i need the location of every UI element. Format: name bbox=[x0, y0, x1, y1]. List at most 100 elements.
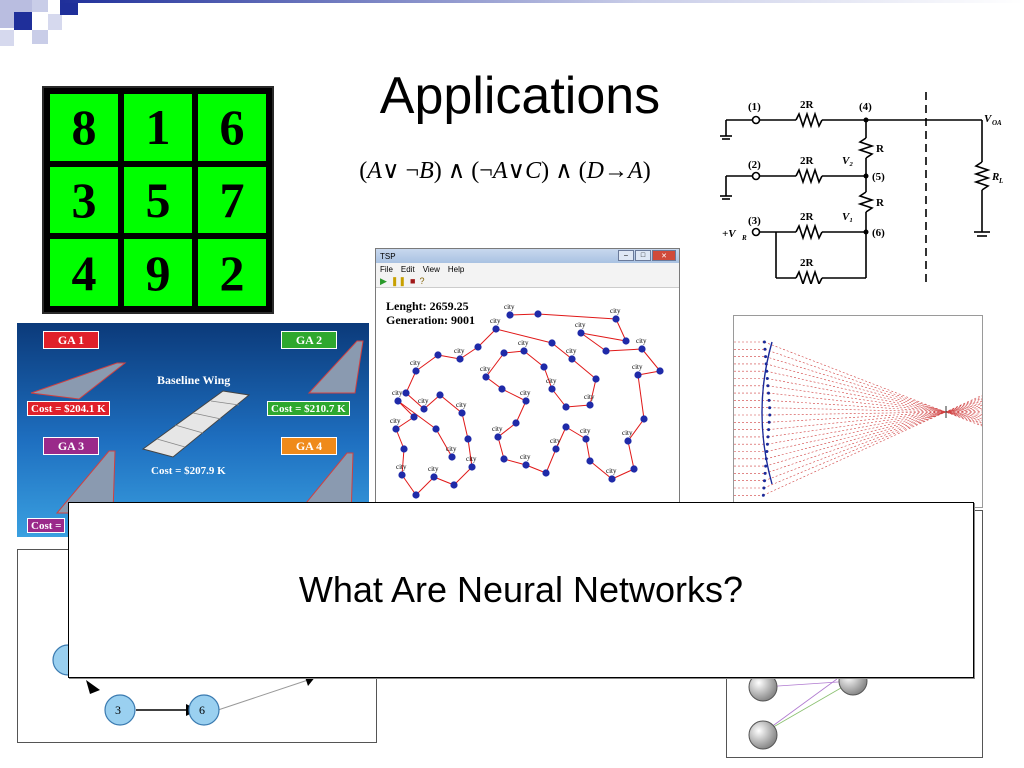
minimize-icon: – bbox=[618, 250, 634, 261]
tsp-city-node bbox=[474, 343, 482, 351]
resistor-label: R bbox=[876, 143, 885, 155]
menu-file: File bbox=[380, 264, 393, 274]
tsp-city-node bbox=[500, 455, 508, 463]
tsp-route-edge bbox=[551, 342, 573, 360]
tsp-route-edge bbox=[615, 318, 627, 342]
tsp-route-edge bbox=[397, 400, 415, 418]
magic-cell: 2 bbox=[198, 239, 266, 306]
tsp-city-label: city bbox=[580, 427, 591, 435]
tsp-city-node bbox=[562, 403, 570, 411]
tsp-city-node bbox=[540, 363, 548, 371]
tsp-city-label: city bbox=[632, 363, 643, 371]
tsp-city-node bbox=[436, 391, 444, 399]
tsp-city-node bbox=[494, 433, 502, 441]
lens-point bbox=[766, 435, 770, 439]
tsp-city-node bbox=[608, 475, 616, 483]
tsp-city-node bbox=[602, 347, 610, 355]
tsp-city-node bbox=[468, 463, 476, 471]
graph-node-label: 6 bbox=[199, 703, 205, 717]
node-label: (5) bbox=[872, 171, 885, 183]
lens-point bbox=[767, 420, 771, 424]
play-icon: ▶ bbox=[380, 275, 387, 286]
tsp-route-edge bbox=[437, 354, 461, 360]
tsp-route-edge bbox=[415, 354, 439, 372]
refracted-ray bbox=[767, 405, 983, 445]
tsp-route-edge bbox=[585, 438, 591, 462]
lens-point bbox=[762, 486, 766, 490]
tsp-city-label: city bbox=[490, 317, 501, 325]
resistor-label: 2R bbox=[800, 155, 815, 167]
tsp-city-node bbox=[430, 473, 438, 481]
network-drawing bbox=[748, 666, 868, 750]
lens-point bbox=[763, 347, 767, 351]
tsp-city-label: city bbox=[466, 455, 477, 463]
tsp-length: Lenght: 2659.25 bbox=[386, 299, 469, 313]
load-label-sub: L bbox=[998, 177, 1003, 185]
tsp-city-label: city bbox=[396, 463, 407, 471]
tsp-city-node bbox=[522, 397, 530, 405]
tsp-city-label: city bbox=[446, 445, 457, 453]
lens-point bbox=[763, 471, 767, 475]
tsp-city-label: city bbox=[410, 359, 421, 367]
tsp-city-label: city bbox=[480, 365, 491, 373]
tsp-route-edge bbox=[589, 378, 597, 406]
tsp-city-label: city bbox=[504, 303, 515, 311]
lens-point bbox=[765, 450, 769, 453]
refracted-ray bbox=[766, 403, 983, 452]
resistor-label: R bbox=[876, 197, 885, 209]
maximize-icon: □ bbox=[635, 250, 651, 261]
tsp-toolbar: ▶ ❚❚ ■ ? bbox=[376, 275, 679, 288]
menu-view: View bbox=[422, 264, 440, 274]
tsp-city-label: city bbox=[518, 339, 529, 347]
tsp-city-node bbox=[634, 371, 642, 379]
resistor-label: 2R bbox=[800, 257, 815, 269]
node-label: (2) bbox=[748, 159, 761, 171]
tsp-city-label: city bbox=[546, 377, 557, 385]
tsp-route-edge bbox=[543, 366, 553, 390]
tsp-city-node bbox=[450, 481, 458, 489]
tsp-city-label: city bbox=[566, 347, 577, 355]
magic-cell: 3 bbox=[50, 166, 118, 234]
ga2-cost: Cost = $210.7 K bbox=[267, 401, 350, 416]
close-icon: ✕ bbox=[652, 250, 676, 261]
tsp-city-label: city bbox=[454, 347, 465, 355]
tsp-city-node bbox=[456, 355, 464, 363]
baseline-wing-label: Baseline Wing bbox=[157, 373, 231, 387]
tsp-city-node bbox=[568, 355, 576, 363]
lens-curve bbox=[761, 341, 773, 485]
tsp-city-node bbox=[420, 405, 428, 413]
tsp-city-node bbox=[656, 367, 664, 375]
tsp-route-edge bbox=[405, 370, 417, 394]
node-label: (4) bbox=[859, 101, 872, 113]
magic-cell: 6 bbox=[198, 94, 266, 161]
magic-cell: 9 bbox=[124, 239, 192, 306]
tsp-city-label: city bbox=[606, 467, 617, 475]
magic-cell: 7 bbox=[198, 166, 266, 234]
magic-cell: 1 bbox=[124, 94, 192, 161]
tsp-stats: Lenght: 2659.25 Generation: 9001 bbox=[386, 299, 475, 327]
tsp-city-node bbox=[410, 413, 418, 421]
ga2-badge: GA 2 bbox=[281, 331, 337, 349]
voltage-label: +V bbox=[722, 228, 737, 240]
tsp-city-node bbox=[448, 453, 456, 461]
magic-cell: 5 bbox=[124, 166, 192, 234]
lens-point bbox=[766, 384, 770, 388]
tsp-route-edge bbox=[611, 468, 635, 480]
ga3-cost: Cost = bbox=[27, 518, 66, 533]
tsp-route-edge bbox=[545, 448, 557, 474]
output-label-sub: OA bbox=[992, 119, 1002, 127]
tsp-titlebar: TSP – □ ✕ bbox=[376, 249, 679, 263]
lens-point bbox=[764, 464, 768, 468]
tsp-city-node bbox=[398, 471, 406, 479]
resistor-ladder-circuit: (1) (4) 2R (2) 2R (5) (3) 2R (6) 2R R R … bbox=[720, 92, 1003, 284]
tsp-city-node bbox=[492, 325, 500, 333]
tsp-route-edge bbox=[605, 348, 643, 352]
tsp-route-edge bbox=[461, 412, 469, 440]
tsp-city-node bbox=[542, 469, 550, 477]
tsp-city-node bbox=[482, 373, 490, 381]
tsp-route-edge bbox=[467, 438, 473, 468]
tsp-route-edge bbox=[477, 328, 497, 348]
tsp-city-node bbox=[392, 425, 400, 433]
refracted-ray bbox=[766, 370, 983, 421]
